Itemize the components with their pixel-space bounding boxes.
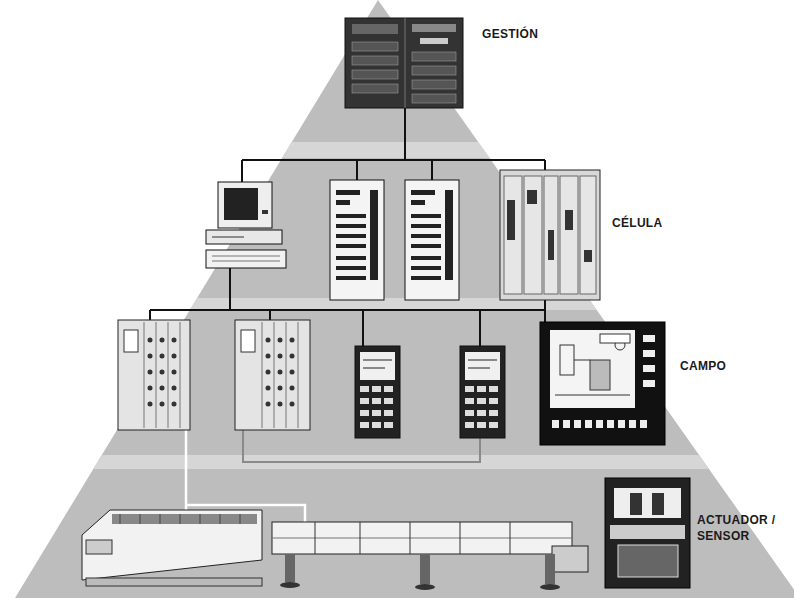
operator-panel — [460, 346, 505, 438]
conveyor-machine — [82, 510, 262, 586]
management-server — [345, 18, 463, 108]
level-label: CAMPO — [680, 358, 726, 374]
io-module — [118, 320, 190, 430]
level-label: GESTIÓN — [482, 26, 538, 42]
cell-computer — [206, 182, 286, 268]
press-machine — [605, 478, 690, 588]
cell-server — [330, 180, 459, 300]
plc-rack — [500, 170, 600, 300]
pyramid-ground — [15, 0, 794, 598]
level-label: CÉLULA — [612, 215, 662, 231]
hmi-panel — [540, 322, 665, 445]
level-label: ACTUADOR / SENSOR — [697, 512, 781, 544]
operator-panel — [355, 346, 400, 438]
level-bands — [0, 142, 794, 469]
network-lines — [150, 108, 545, 346]
linear-axis — [272, 522, 588, 590]
io-module — [235, 320, 310, 430]
